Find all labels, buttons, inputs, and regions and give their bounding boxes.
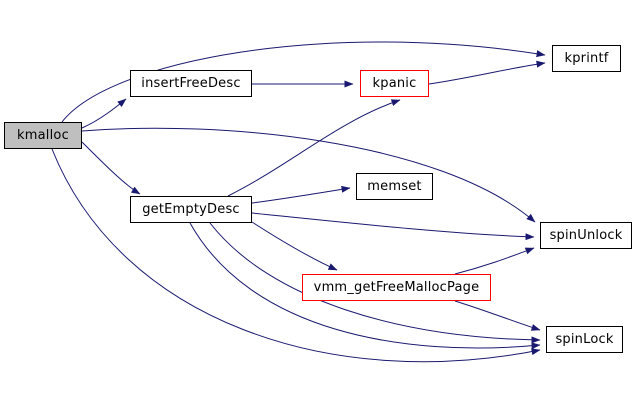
edge-kmalloc-to-kprintf — [61, 41, 546, 123]
node-kprintf[interactable]: kprintf — [552, 45, 621, 72]
node-getEmptyDesc[interactable]: getEmptyDesc — [130, 196, 252, 223]
edge-kmalloc-to-spinUnlock — [81, 127, 536, 223]
edge-kmalloc-to-spinLock — [51, 148, 541, 363]
node-kpanic[interactable]: kpanic — [360, 70, 429, 97]
node-label: kprintf — [564, 51, 609, 66]
node-vmm_getFreeMallocPage[interactable]: vmm_getFreeMallocPage — [302, 274, 491, 301]
node-label: vmm_getFreeMallocPage — [313, 280, 480, 295]
node-label: spinUnlock — [549, 228, 623, 243]
edge-getEmptyDesc-to-spinLock — [189, 222, 541, 350]
node-spinUnlock[interactable]: spinUnlock — [540, 222, 632, 249]
node-label: insertFreeDesc — [141, 76, 241, 91]
node-kmalloc[interactable]: kmalloc — [4, 122, 82, 149]
edge-kmalloc-to-getEmptyDesc — [81, 141, 141, 195]
edge-getEmptyDesc-to-vmm_getFreeMallocPage — [251, 221, 338, 271]
edge-getEmptyDesc-to-spinLock — [209, 222, 541, 344]
edge-paths — [51, 41, 546, 363]
node-label: memset — [367, 179, 422, 194]
node-memset[interactable]: memset — [356, 173, 433, 200]
edge-getEmptyDesc-to-memset — [251, 185, 351, 204]
edge-kmalloc-to-insertFreeDesc — [81, 98, 127, 129]
node-label: kmalloc — [17, 128, 69, 143]
node-spinLock[interactable]: spinLock — [546, 326, 623, 353]
edge-vmm_getFreeMallocPage-to-spinUnlock — [454, 247, 535, 275]
edge-getEmptyDesc-to-spinUnlock — [251, 212, 535, 241]
node-label: spinLock — [555, 332, 614, 347]
edge-kpanic-to-kprintf — [428, 60, 546, 85]
edge-getEmptyDesc-to-kpanic — [227, 99, 401, 197]
edge-vmm_getFreeMallocPage-to-spinLock — [454, 300, 541, 331]
node-label: kpanic — [372, 76, 417, 91]
node-insertFreeDesc[interactable]: insertFreeDesc — [130, 70, 252, 97]
node-label: getEmptyDesc — [142, 202, 240, 217]
